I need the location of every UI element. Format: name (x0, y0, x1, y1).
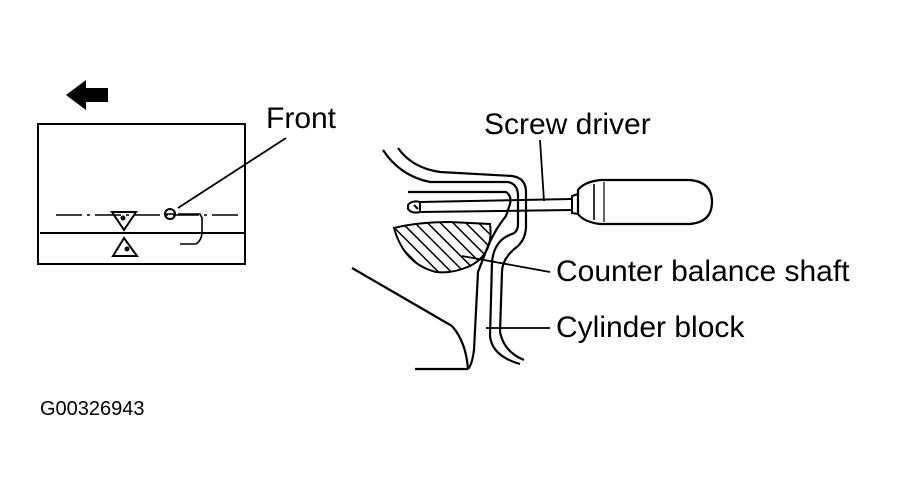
counter-leader-line (461, 255, 551, 273)
block-skirt-line (351, 267, 453, 327)
screw-driver-label: Screw driver (484, 108, 651, 141)
screwdriver-shaft-top (419, 198, 573, 203)
front-leader-line (177, 137, 287, 209)
insertion-point-mark (164, 208, 176, 220)
screw-leader-line (539, 139, 545, 202)
inset-bracket (178, 213, 203, 245)
cylinder-block-label: Cylinder block (556, 311, 745, 344)
figure-code: G00326943 (40, 398, 145, 420)
screwdriver-handle (576, 178, 714, 226)
inset-block-view (37, 123, 287, 265)
screwdriver-tip (407, 200, 421, 214)
lower-bearing-mark (111, 236, 139, 257)
left-arrow-icon (66, 80, 108, 110)
screwdriver (407, 139, 714, 226)
block-inner-wall (397, 147, 528, 362)
screwdriver-shaft-bottom (419, 209, 573, 213)
inset-frame (37, 123, 246, 265)
cylinder-block (351, 147, 528, 371)
upper-bearing-mark (110, 211, 138, 232)
front-label: Front (266, 102, 337, 135)
counter-balance-shaft (392, 220, 551, 274)
counter-balance-shaft-label: Counter balance shaft (556, 255, 850, 288)
block-outer-wall (382, 149, 521, 366)
block-web (408, 190, 512, 370)
